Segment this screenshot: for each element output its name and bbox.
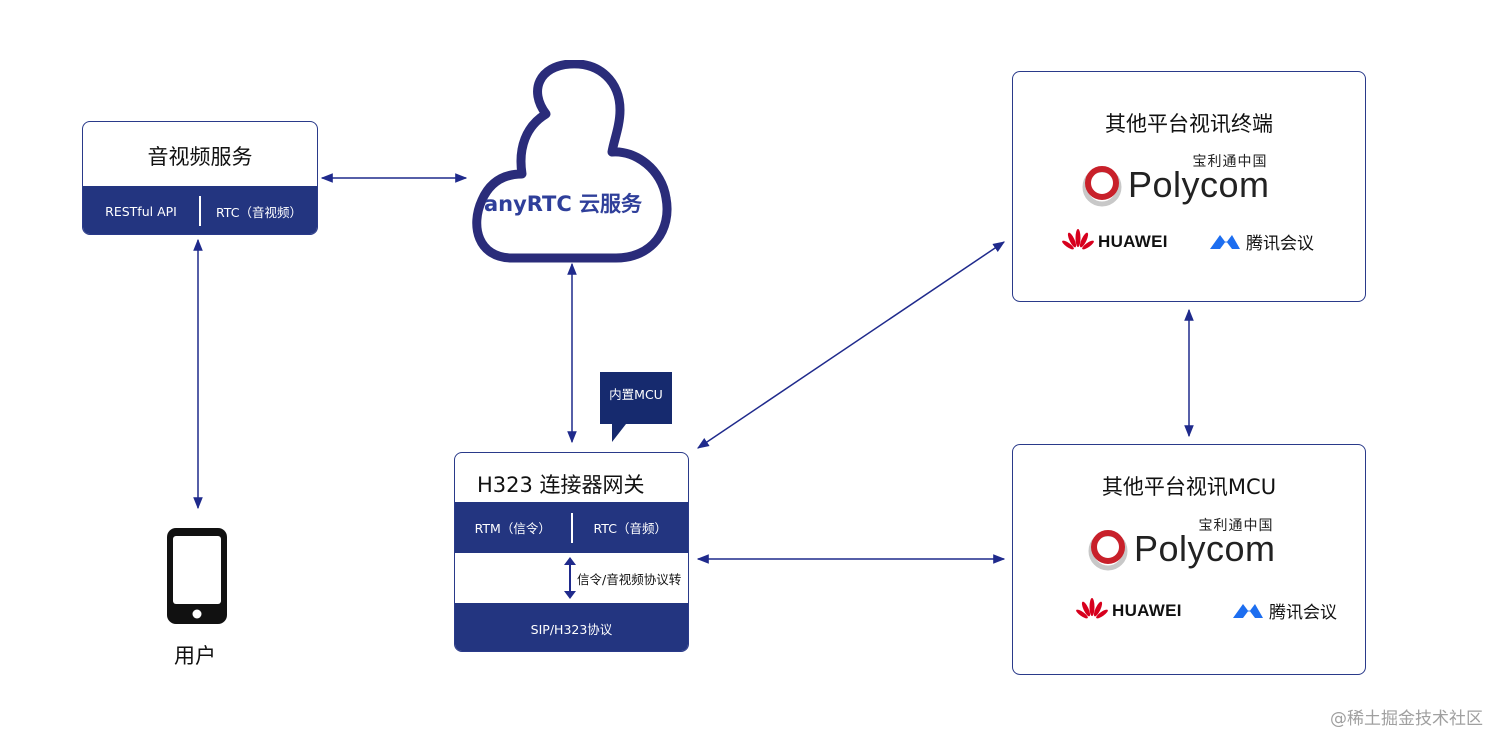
av-service-box: 音视频服务 RESTful API RTC（音视频）	[82, 121, 318, 235]
smartphone-icon	[167, 528, 227, 624]
builtin-mcu-callout	[600, 372, 672, 442]
conversion-label: 信令/音视频协议转	[577, 572, 682, 587]
video-mcu-box: 其他平台视讯MCU	[1012, 444, 1366, 675]
cloud-service-label: anyRTC 云服务	[483, 192, 643, 216]
tencent-meeting-label: 腾讯会议	[1246, 234, 1314, 254]
polycom-cn-label: 宝利通中国	[1192, 154, 1268, 170]
band-divider	[199, 196, 201, 226]
conversion-arrow	[564, 557, 576, 599]
arrow-gateway-terminals	[697, 241, 1005, 449]
av-service-title: 音视频服务	[147, 145, 253, 169]
tencent-meeting-label: 腾讯会议	[1269, 603, 1337, 623]
terminals-title: 其他平台视讯终端	[1105, 112, 1273, 136]
tencent-meeting-logo: 腾讯会议	[1231, 598, 1337, 623]
gateway-conversion-row: 信令/音视频协议转	[455, 553, 688, 603]
video-terminals-box: 其他平台视讯终端	[1012, 71, 1366, 302]
huawei-petal-icon	[1076, 598, 1108, 619]
cloud-shape	[472, 60, 672, 263]
user-label: 用户	[174, 644, 216, 668]
builtin-mcu-label: 内置MCU	[609, 387, 663, 402]
huawei-label: HUAWEI	[1098, 232, 1168, 251]
polycom-cn-label: 宝利通中国	[1198, 518, 1274, 534]
sip-h323-label: SIP/H323协议	[530, 621, 613, 637]
rtc-av-label: RTC（音视频）	[216, 204, 302, 220]
tencent-meeting-icon	[1233, 603, 1263, 618]
tencent-meeting-logo: 腾讯会议	[1208, 229, 1314, 254]
huawei-petal-icon	[1062, 229, 1094, 250]
band-divider	[570, 512, 573, 543]
gateway-signal-band: RTM（信令） RTC（音频）	[455, 502, 688, 553]
polycom-logo: 宝利通中国 Polycom	[1080, 154, 1270, 211]
gateway-protocol-band: SIP/H323协议	[455, 603, 688, 651]
polycom-ring-icon	[1088, 530, 1128, 571]
polycom-ring-icon	[1082, 166, 1122, 207]
polycom-name: Polycom	[1134, 528, 1276, 569]
tencent-meeting-icon	[1210, 234, 1240, 249]
huawei-logo: HUAWEI	[1076, 598, 1182, 624]
polycom-logo: 宝利通中国 Polycom	[1086, 518, 1276, 575]
rtc-audio-label: RTC（音频）	[593, 521, 667, 536]
restful-api-label: RESTful API	[105, 203, 177, 219]
huawei-logo: HUAWEI	[1062, 229, 1168, 255]
h323-gateway-box: H323 连接器网关 RTM（信令） RTC（音频） 信令/音视频协议转 SIP…	[454, 452, 689, 652]
rtm-label: RTM（信令）	[474, 521, 551, 536]
huawei-label: HUAWEI	[1112, 601, 1182, 620]
av-service-band: RESTful API RTC（音视频）	[83, 186, 317, 234]
watermark: @稀土掘金技术社区	[1330, 709, 1483, 729]
gateway-title: H323 连接器网关	[477, 473, 645, 497]
mcu-title: 其他平台视讯MCU	[1101, 475, 1277, 499]
polycom-name: Polycom	[1128, 164, 1270, 205]
